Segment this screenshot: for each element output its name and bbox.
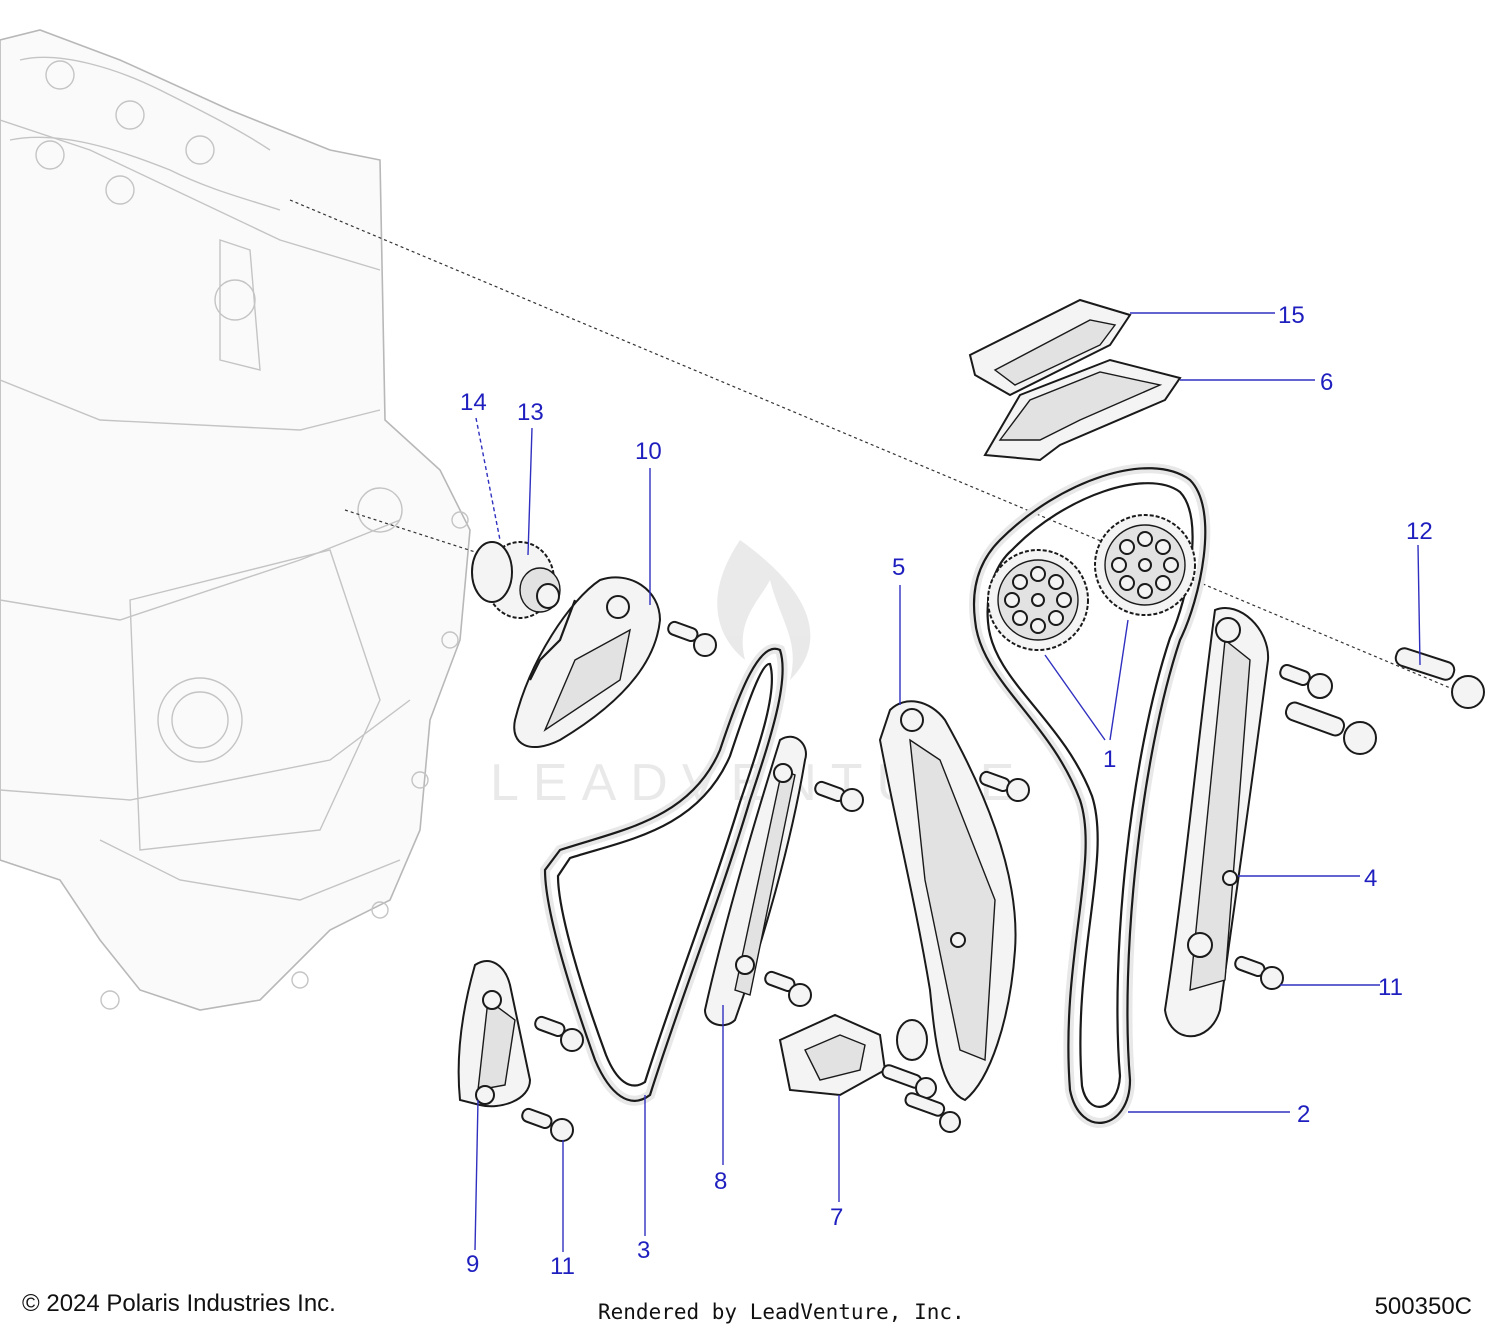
diagram-document-number: 500350C [1374,1293,1472,1320]
callout-15: 15 [1278,302,1305,329]
callout-11-left: 11 [550,1253,575,1280]
callout-10: 10 [635,438,662,465]
bolt-8-lower [764,970,812,1007]
part-guide-long-5 [878,700,1017,1102]
bolt-11-left [521,1107,574,1142]
bolt-11-right [1234,955,1284,990]
part-cam-chain-2 [969,463,1211,1128]
part-tensioner-guide-8 [703,735,807,1027]
callout-labels: 1 2 3 4 5 6 7 8 9 10 11 11 12 13 14 15 [460,302,1433,1280]
callout-13: 13 [517,399,544,426]
bolt-mid-right [1284,701,1377,755]
engine-block [0,29,471,1011]
copyright-notice: © 2024 Polaris Industries Inc. [22,1290,336,1317]
callout-6: 6 [1320,369,1333,396]
leader-lines [474,312,1421,1252]
part-guide-upper-6 [983,358,1182,462]
part-lower-guide-9 [457,960,532,1108]
callout-3: 3 [637,1237,650,1264]
bolt-5 [979,770,1030,802]
callout-5: 5 [892,554,905,581]
bolt-upper-right [1279,663,1333,699]
rendered-by-credit: Rendered by LeadVenture, Inc. [598,1300,965,1324]
part-lower-chain-3 [539,643,788,1106]
callout-7: 7 [830,1204,843,1231]
part-guide-right-4 [1163,607,1270,1038]
bolt-9 [534,1015,584,1052]
part-cam-sprockets-1 [987,514,1196,651]
part-tensioner-arm-10 [513,576,662,749]
bolts [521,620,1485,1142]
callout-14: 14 [460,389,487,416]
part-cover-15 [968,298,1132,397]
callout-2: 2 [1297,1101,1310,1128]
callout-12: 12 [1406,518,1433,545]
callout-8: 8 [714,1168,727,1195]
callout-9: 9 [466,1251,479,1278]
callout-1: 1 [1103,746,1116,773]
bolt-7-upper [881,1064,937,1099]
bolt-12 [1394,647,1485,709]
bolt-7-lower [904,1092,961,1133]
bolt-10 [667,620,717,657]
callout-11-right: 11 [1378,974,1403,1001]
part-hydraulic-tensioner-7 [778,1013,928,1097]
part-washer-14 [471,541,513,603]
callout-4: 4 [1364,865,1377,892]
bolt-8-upper [814,780,864,812]
alignment-line-upper [289,199,1456,691]
